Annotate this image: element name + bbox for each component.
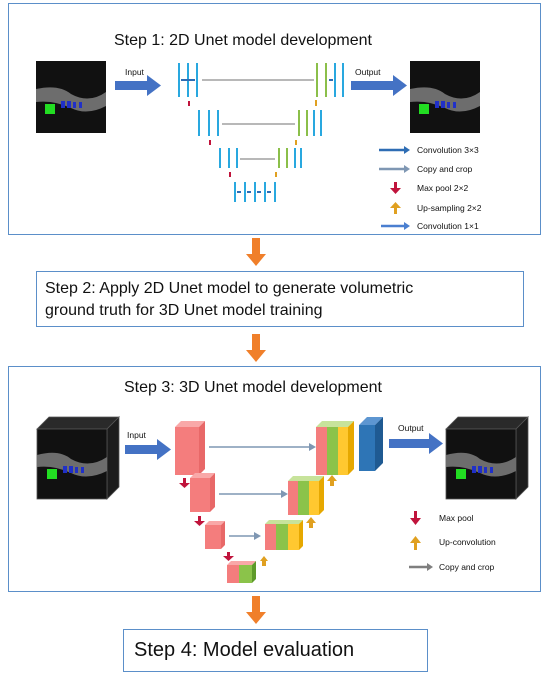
- step4-title: Step 4: Model evaluation: [134, 639, 355, 661]
- arrow-up-icon: [327, 475, 337, 486]
- legend-item-label: Up-sampling 2×2: [417, 203, 482, 213]
- step1-input-label: Input: [125, 67, 145, 77]
- arrow-right-icon: [381, 222, 410, 230]
- output-arrow-icon: [351, 75, 407, 96]
- step4-box: Step 4: Model evaluation: [123, 629, 428, 672]
- step3-diagram: Input: [36, 416, 529, 583]
- arrow-up-icon: [306, 517, 316, 528]
- step3-input-label: Input: [127, 430, 147, 440]
- arrow-right-icon: [379, 146, 410, 154]
- step1-legend: Convolution 3×3 Copy and crop Max pool 2…: [379, 145, 482, 231]
- unet-3d-schematic: [175, 417, 383, 583]
- legend-item-label: Up-convolution: [439, 537, 496, 547]
- arrow-down-icon: [179, 478, 190, 488]
- step3-title: Step 3: 3D Unet model development: [124, 379, 382, 396]
- step1-box: Step 1: 2D Unet model development Input: [8, 3, 541, 235]
- step2-line1: Step 2: Apply 2D Unet model to generate …: [45, 280, 414, 297]
- flow-arrow-down-icon: [246, 334, 266, 362]
- oct-volume-output-image: [445, 416, 529, 500]
- unet-2d-schematic: [178, 63, 344, 202]
- output-arrow-icon: [389, 433, 443, 454]
- input-arrow-icon: [115, 75, 161, 96]
- input-arrow-icon: [125, 439, 171, 460]
- arrow-down-icon: [390, 182, 401, 194]
- step3-output-label: Output: [398, 423, 424, 433]
- legend-item-label: Convolution 1×1: [417, 221, 479, 231]
- arrow-down-icon: [194, 516, 205, 526]
- legend-item-label: Copy and crop: [417, 164, 473, 174]
- step2-box: Step 2: Apply 2D Unet model to generate …: [36, 271, 524, 327]
- legend-item-label: Max pool: [439, 513, 474, 523]
- arrow-up-icon: [260, 556, 268, 566]
- arrow-up-icon: [410, 536, 421, 550]
- legend-item-label: Convolution 3×3: [417, 145, 479, 155]
- oct-output-image: [410, 61, 480, 133]
- legend-item-label: Max pool 2×2: [417, 183, 469, 193]
- step1-title: Step 1: 2D Unet model development: [114, 32, 372, 49]
- oct-input-image: [36, 61, 106, 133]
- step3-legend: Max pool Up-convolution Copy and crop: [409, 511, 496, 572]
- step1-output-label: Output: [355, 67, 381, 77]
- oct-volume-input-image: [36, 416, 120, 500]
- step3-box: Step 3: 3D Unet model development Input: [8, 366, 541, 592]
- arrow-up-icon: [390, 202, 401, 214]
- arrow-down-icon: [223, 552, 234, 561]
- step1-diagram: Input: [36, 61, 482, 231]
- arrow-down-icon: [410, 511, 421, 525]
- legend-item-label: Copy and crop: [439, 562, 495, 572]
- step2-line2: ground truth for 3D Unet model training: [45, 302, 323, 319]
- flow-arrow-down-icon: [246, 596, 266, 624]
- arrow-right-icon: [409, 563, 433, 571]
- arrow-right-icon: [379, 165, 410, 173]
- flow-arrow-down-icon: [246, 238, 266, 266]
